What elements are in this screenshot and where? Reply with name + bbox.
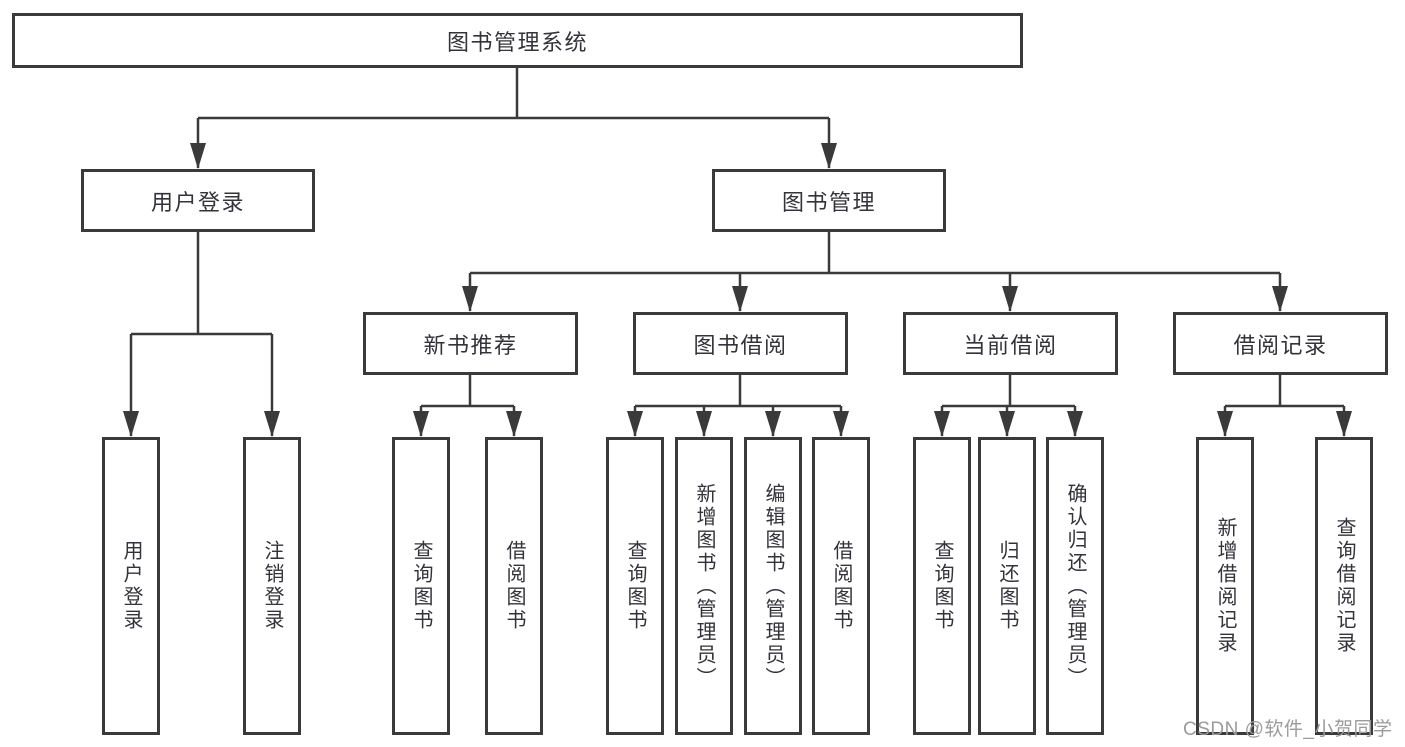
- leaf-add-books-admin-label: 新增图书（管理员）: [693, 482, 715, 690]
- rail-user-login: [131, 232, 272, 336]
- node-book-borrow: 图书借阅: [633, 312, 848, 375]
- leaf-borrow-query-books-label: 查询图书: [624, 540, 646, 632]
- leaf-confirm-return-admin: 确认归还（管理员）: [1046, 437, 1104, 735]
- leaf-borrow-books-label: 借阅图书: [830, 540, 852, 632]
- node-root-label: 图书管理系统: [446, 29, 588, 55]
- leaf-user-login: 用户登录: [102, 437, 160, 735]
- leaf-user-login-label: 用户登录: [120, 540, 142, 632]
- leaf-edit-books-admin-label: 编辑图书（管理员）: [762, 482, 784, 690]
- leaf-borrow-query-books: 查询图书: [606, 437, 664, 735]
- rail-book-borrow: [635, 375, 841, 408]
- rail-current-borrow: [942, 375, 1075, 408]
- node-book-borrow-label: 图书借阅: [693, 332, 788, 358]
- leaf-recommend-query-books: 查询图书: [392, 437, 450, 735]
- leaf-borrow-books: 借阅图书: [812, 437, 870, 735]
- leaf-recommend-borrow-books-label: 借阅图书: [503, 540, 525, 632]
- node-new-book-recommend: 新书推荐: [363, 312, 578, 375]
- leaf-return-books: 归还图书: [978, 437, 1036, 735]
- leaf-query-borrow-record: 查询借阅记录: [1315, 437, 1373, 735]
- rail-root: [198, 68, 829, 120]
- leaf-add-borrow-record: 新增借阅记录: [1196, 437, 1254, 735]
- leaf-add-books-admin: 新增图书（管理员）: [675, 437, 733, 735]
- node-new-book-recommend-label: 新书推荐: [423, 332, 518, 358]
- node-current-borrow-label: 当前借阅: [963, 332, 1058, 358]
- node-borrow-records: 借阅记录: [1173, 312, 1388, 375]
- leaf-logout-label: 注销登录: [261, 540, 283, 632]
- node-current-borrow: 当前借阅: [903, 312, 1118, 375]
- rail-book-management: [470, 232, 1280, 275]
- node-root: 图书管理系统: [12, 13, 1023, 68]
- node-book-management-label: 图书管理: [781, 189, 876, 215]
- rail-borrow-records: [1225, 375, 1344, 408]
- leaf-recommend-query-books-label: 查询图书: [410, 540, 432, 632]
- leaf-current-query-books: 查询图书: [913, 437, 971, 735]
- csdn-watermark: CSDN @软件_小贺同学: [1183, 719, 1393, 740]
- leaf-logout: 注销登录: [243, 437, 301, 735]
- node-user-login-label: 用户登录: [150, 189, 245, 215]
- leaf-query-borrow-record-label: 查询借阅记录: [1333, 517, 1355, 655]
- leaf-recommend-borrow-books: 借阅图书: [485, 437, 543, 735]
- leaf-confirm-return-admin-label: 确认归还（管理员）: [1064, 482, 1086, 690]
- leaf-add-borrow-record-label: 新增借阅记录: [1214, 517, 1236, 655]
- node-borrow-records-label: 借阅记录: [1233, 332, 1328, 358]
- leaf-edit-books-admin: 编辑图书（管理员）: [744, 437, 802, 735]
- leaf-current-query-books-label: 查询图书: [931, 540, 953, 632]
- node-book-management: 图书管理: [712, 169, 946, 232]
- rail-new-book: [421, 375, 514, 408]
- node-user-login: 用户登录: [81, 169, 315, 232]
- leaf-return-books-label: 归还图书: [996, 540, 1018, 632]
